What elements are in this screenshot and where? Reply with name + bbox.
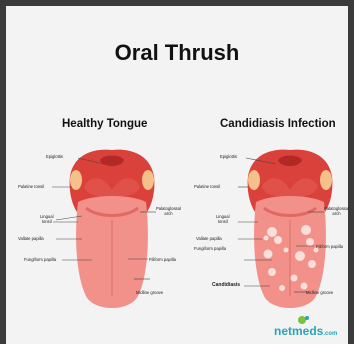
- logo-name: netmeds: [274, 324, 323, 338]
- label-epiglottis: Epiglottis: [46, 154, 63, 159]
- label-midline-groove-infected: Midline groove: [306, 290, 333, 295]
- label-fungiform-papilla-infected: Fungiform papilla: [194, 246, 226, 251]
- label-vallate-papilla-infected: Vallate papilla: [196, 236, 222, 241]
- label-palatine-tonsil-infected: Palatine tonsil: [194, 184, 220, 189]
- label-midline-groove: Midline groove: [136, 290, 163, 295]
- label-fungiform-papilla: Fungiform papilla: [24, 257, 56, 262]
- label-palatine-tonsil: Palatine tonsil: [18, 184, 44, 189]
- label-lingual-tonsil-infected: Lingual tonsil: [216, 214, 230, 224]
- netmeds-logo: netmeds.com: [274, 324, 337, 338]
- page-title: Oral Thrush: [6, 40, 348, 66]
- healthy-tongue-heading: Healthy Tongue: [62, 118, 147, 130]
- label-candidiasis: Candidiasis: [212, 283, 240, 288]
- label-filiform-papilla-infected: Filiform papilla: [316, 244, 343, 249]
- candidiasis-heading: Candidiasis Infection: [220, 118, 336, 130]
- label-vallate-papilla: Vallate papilla: [18, 236, 44, 241]
- candidiasis-leader-lines: [186, 146, 348, 306]
- logo-suffix: .com: [323, 331, 337, 337]
- label-lingual-tonsil: Lingual tonsil: [40, 214, 54, 224]
- label-filiform-papilla: Filiform papilla: [149, 257, 176, 262]
- label-palatoglossal-arch: Palatoglossal arch: [156, 206, 181, 216]
- diagram-panel: Oral Thrush Healthy Tongue Candidiasis I…: [6, 6, 348, 344]
- healthy-leader-lines: [16, 146, 176, 306]
- label-epiglottis-infected: Epiglottis: [220, 154, 237, 159]
- label-palatoglossal-arch-infected: Palatoglossal arch: [324, 206, 349, 216]
